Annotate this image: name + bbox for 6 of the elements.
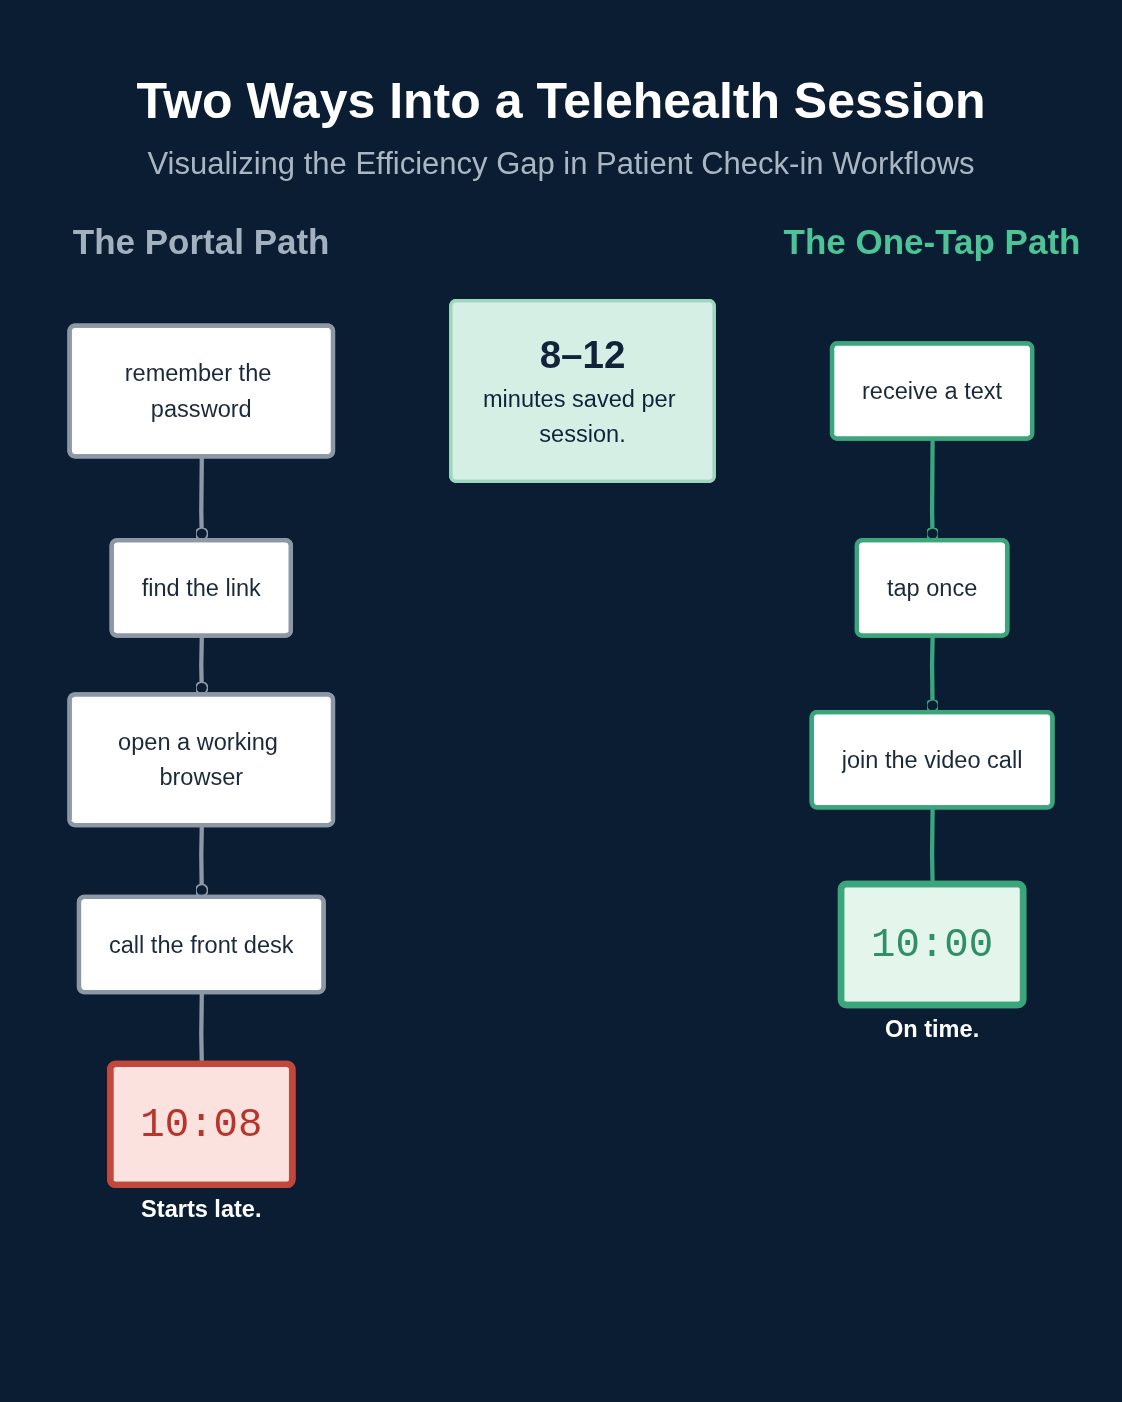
- column-heading: The One-Tap Path: [783, 222, 1081, 262]
- node-caption: On time.: [884, 1016, 980, 1043]
- column-heading: The Portal Path: [72, 222, 330, 262]
- subtitle: Visualizing the Efficiency Gap in Patient Check-in Workflows: [147, 146, 975, 182]
- node-caption: Starts late.: [141, 1196, 262, 1222]
- title: Two Ways Into a Telehealth Session: [136, 72, 986, 130]
